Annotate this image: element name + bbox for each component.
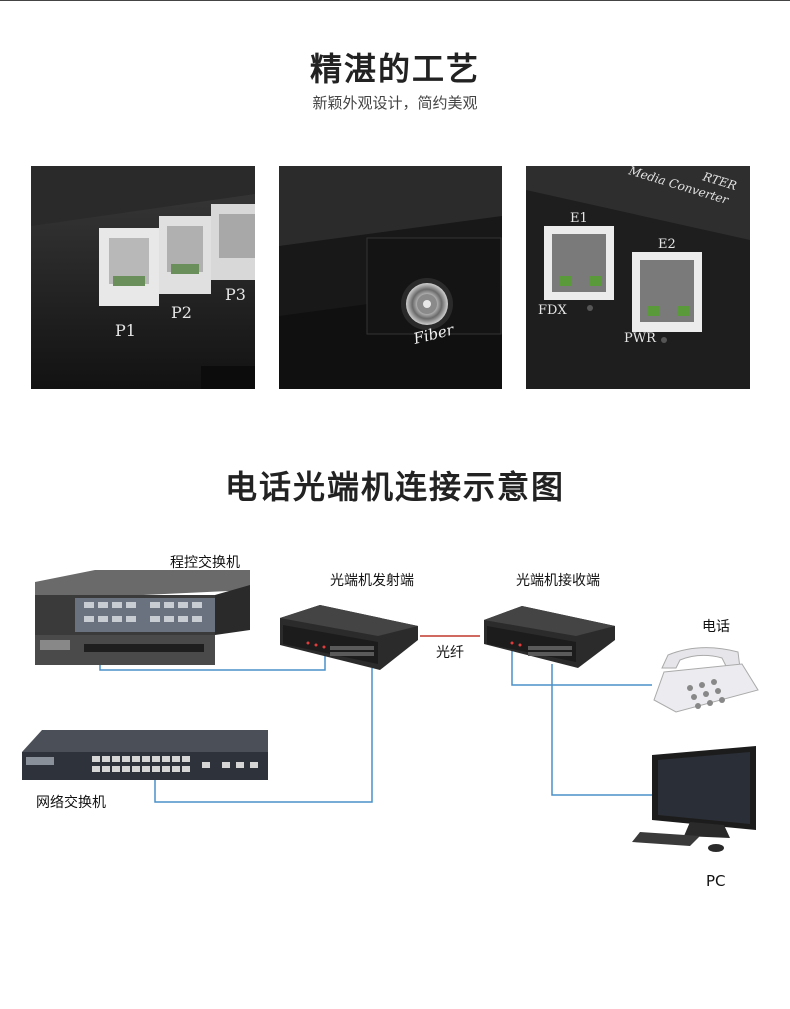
rj45-jack-e1 bbox=[544, 226, 614, 300]
rj11-jack-2 bbox=[159, 216, 211, 294]
label-receiver: 光端机接收端 bbox=[516, 573, 600, 589]
photo-fiber-connector: Fiber bbox=[279, 166, 502, 389]
pc-monitor-icon bbox=[632, 746, 756, 852]
line-receiver-phone bbox=[511, 635, 652, 686]
line-receiver-pc bbox=[551, 664, 652, 796]
network-switch-icon bbox=[22, 730, 268, 780]
section-subtitle: 新颖外观设计，简约美观 bbox=[312, 94, 478, 112]
e2-label: E2 bbox=[658, 237, 676, 252]
fiber-connector-icon bbox=[401, 278, 453, 330]
section-title-diagram: 电话光端机连接示意图 bbox=[224, 468, 565, 506]
rj11-jack-1 bbox=[99, 228, 159, 306]
label-pbx: 程控交换机 bbox=[170, 555, 240, 571]
pwr-label: PWR bbox=[624, 331, 657, 346]
telephone-icon bbox=[653, 647, 759, 713]
photo-rj45-ports: Media Converter RTER E1 E2 FDX PWR bbox=[526, 166, 750, 389]
pbx-device-icon bbox=[35, 570, 250, 665]
label-phone: 电话 bbox=[702, 619, 730, 635]
connection-diagram bbox=[22, 570, 759, 852]
port-label-p3: P3 bbox=[225, 285, 246, 304]
label-fiber: 光纤 bbox=[436, 645, 464, 661]
label-pc: PC bbox=[706, 872, 726, 890]
label-transmitter: 光端机发射端 bbox=[330, 573, 414, 589]
port-label-p2: P2 bbox=[171, 303, 192, 322]
label-network-switch: 网络交换机 bbox=[36, 795, 106, 811]
photo-rj11-ports: P1 P2 P3 bbox=[31, 166, 255, 389]
section-title-craftsmanship: 精湛的工艺 bbox=[309, 50, 480, 88]
transmitter-device-icon bbox=[280, 605, 418, 670]
rj45-jack-e2 bbox=[632, 252, 702, 332]
fdx-label: FDX bbox=[538, 303, 567, 318]
port-label-p1: P1 bbox=[115, 321, 136, 340]
line-switch-transmitter bbox=[154, 668, 373, 803]
receiver-device-icon bbox=[484, 606, 615, 668]
rj11-jack-3 bbox=[211, 204, 255, 280]
e1-label: E1 bbox=[570, 211, 588, 226]
top-divider bbox=[0, 0, 790, 1]
